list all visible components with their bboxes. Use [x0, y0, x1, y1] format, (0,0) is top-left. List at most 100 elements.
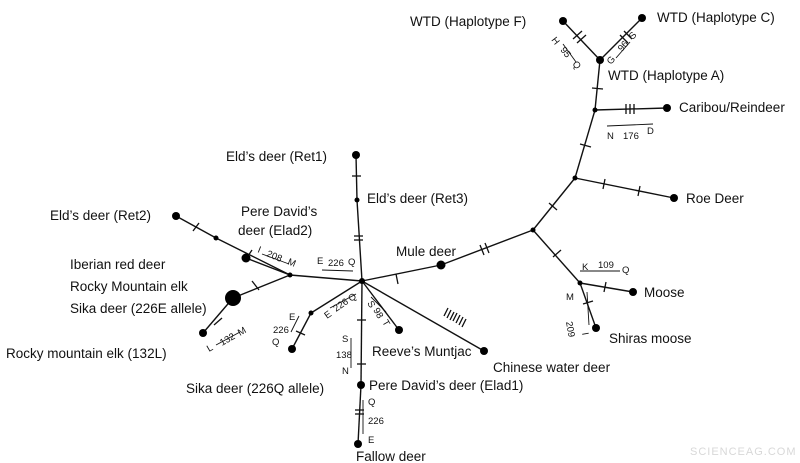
ann-q226c: Q	[272, 337, 279, 348]
ann-i208: I	[256, 245, 263, 256]
edge-ret3-ret1	[355, 154, 358, 201]
edge-wtd-node-wtd-a	[594, 59, 601, 111]
ann-98: 98	[370, 306, 385, 321]
label-wtd-c: WTD (Haplotype C)	[657, 10, 775, 25]
ann-d176: D	[647, 126, 654, 137]
node-elad2	[241, 253, 251, 263]
ann-226d: 226	[368, 416, 384, 427]
ann-q226d: Q	[368, 397, 375, 408]
node-mid-junction	[530, 227, 536, 233]
ann-e226a: E	[317, 256, 323, 267]
edge-hub-chinese	[361, 280, 485, 352]
ann-q109: Q	[622, 265, 629, 276]
ann-e226d: E	[368, 435, 374, 446]
ann-109: 109	[598, 260, 614, 271]
ann-226a: 226	[328, 258, 344, 269]
node-left-junction	[287, 272, 293, 278]
edge-wtd-node-caribou	[594, 107, 668, 111]
node-elad1	[357, 381, 365, 389]
node-roe	[670, 194, 678, 202]
ann-138: 138	[336, 350, 352, 361]
edge-upper-roe	[574, 177, 675, 199]
label-pere-elad1: Pere David’s deer (Elad1)	[369, 378, 523, 393]
edge-hub-elad1	[360, 280, 363, 386]
label-chinese-water: Chinese water deer	[493, 360, 611, 375]
ann-s96: S	[627, 30, 640, 42]
ann-m132: M	[236, 325, 248, 339]
ann-k109: K	[582, 262, 589, 273]
ann-t98: T	[379, 318, 392, 329]
node-132l	[199, 329, 207, 337]
species-labels: WTD (Haplotype F) WTD (Haplotype C) WTD …	[6, 10, 785, 463]
mutation-ticks	[192, 30, 641, 415]
ann-q226a: Q	[348, 257, 355, 268]
edge-hub-mule	[361, 264, 442, 282]
node-fallow	[354, 440, 362, 448]
ann-s98: S	[364, 299, 377, 310]
ann-132: 132	[218, 331, 237, 348]
ann-l132: L	[205, 342, 215, 354]
node-sika-226q	[288, 345, 296, 353]
label-mule: Mule deer	[396, 244, 457, 259]
edge-junction-elad2	[245, 257, 291, 276]
node-ret1	[352, 151, 360, 159]
ann-209: 209	[563, 321, 577, 339]
ann-n176: N	[607, 131, 614, 142]
edge-junction-node-left	[215, 237, 291, 276]
node-moose-junction	[577, 280, 583, 286]
label-wtd-f: WTD (Haplotype F)	[410, 14, 526, 29]
node-reeves	[395, 326, 403, 334]
label-sika-226q: Sika deer (226Q allele)	[186, 381, 324, 396]
node-chinese	[480, 347, 488, 355]
label-fallow: Fallow deer	[356, 449, 426, 463]
mutation-arrows	[215, 41, 654, 434]
ann-i209: I	[579, 332, 590, 337]
ann-g: G	[605, 54, 618, 67]
edge-hub-junction-left	[289, 274, 363, 282]
node-sika-junction	[308, 310, 314, 316]
label-elds-ret1: Eld’s deer (Ret1)	[226, 149, 327, 164]
edge-junction-iberian	[232, 274, 291, 299]
edge-wtd-a-f	[562, 20, 601, 61]
node-hub	[359, 278, 365, 284]
ann-q95: Q	[570, 59, 583, 72]
label-rocky-elk: Rocky Mountain elk	[70, 279, 188, 294]
ann-n138: N	[342, 366, 349, 377]
node-iberian	[225, 290, 241, 306]
label-sika-226e: Sika deer (226E allele)	[70, 301, 207, 316]
edge-junction-moose-node	[532, 229, 581, 284]
node-ret2	[172, 212, 180, 220]
ann-h: H	[549, 35, 562, 47]
edge-hub-reeves	[361, 280, 400, 331]
node-wtd-junction	[592, 107, 598, 113]
edge-sika-junction-226q	[291, 312, 312, 350]
label-shiras: Shiras moose	[609, 331, 692, 346]
node-upper-junction	[572, 175, 578, 181]
label-rocky-132l: Rocky mountain elk (132L)	[6, 346, 167, 361]
label-pere-elad2-line2: deer (Elad2)	[238, 223, 312, 238]
edge-hub-sika-junction	[310, 280, 363, 314]
label-moose: Moose	[644, 285, 685, 300]
watermark: SCIENCEAG.COM	[690, 446, 797, 458]
label-pere-elad2-line1: Pere David’s	[241, 204, 318, 219]
ann-m209: M	[566, 292, 574, 303]
edge-wtd-a-c	[599, 17, 643, 61]
ann-226c: 226	[273, 325, 289, 336]
node-shiras	[592, 324, 600, 332]
label-roe: Roe Deer	[686, 191, 744, 206]
label-caribou: Caribou/Reindeer	[679, 100, 785, 115]
node-wtd-c	[638, 14, 646, 22]
ann-m208: M	[286, 257, 298, 270]
label-elds-ret2: Eld’s deer (Ret2)	[50, 208, 151, 223]
node-ret3	[354, 197, 360, 203]
ann-e226c: E	[289, 312, 295, 323]
edge-moose-node-moose	[579, 282, 634, 293]
node-wtd-f	[559, 17, 567, 25]
label-iberian: Iberian red deer	[70, 257, 166, 272]
label-reeves: Reeve’s Muntjac	[372, 344, 472, 359]
label-wtd-a: WTD (Haplotype A)	[608, 68, 724, 83]
ann-176: 176	[623, 131, 639, 142]
ann-208: 208	[265, 249, 284, 265]
label-elds-ret3: Eld’s deer (Ret3)	[367, 191, 468, 206]
